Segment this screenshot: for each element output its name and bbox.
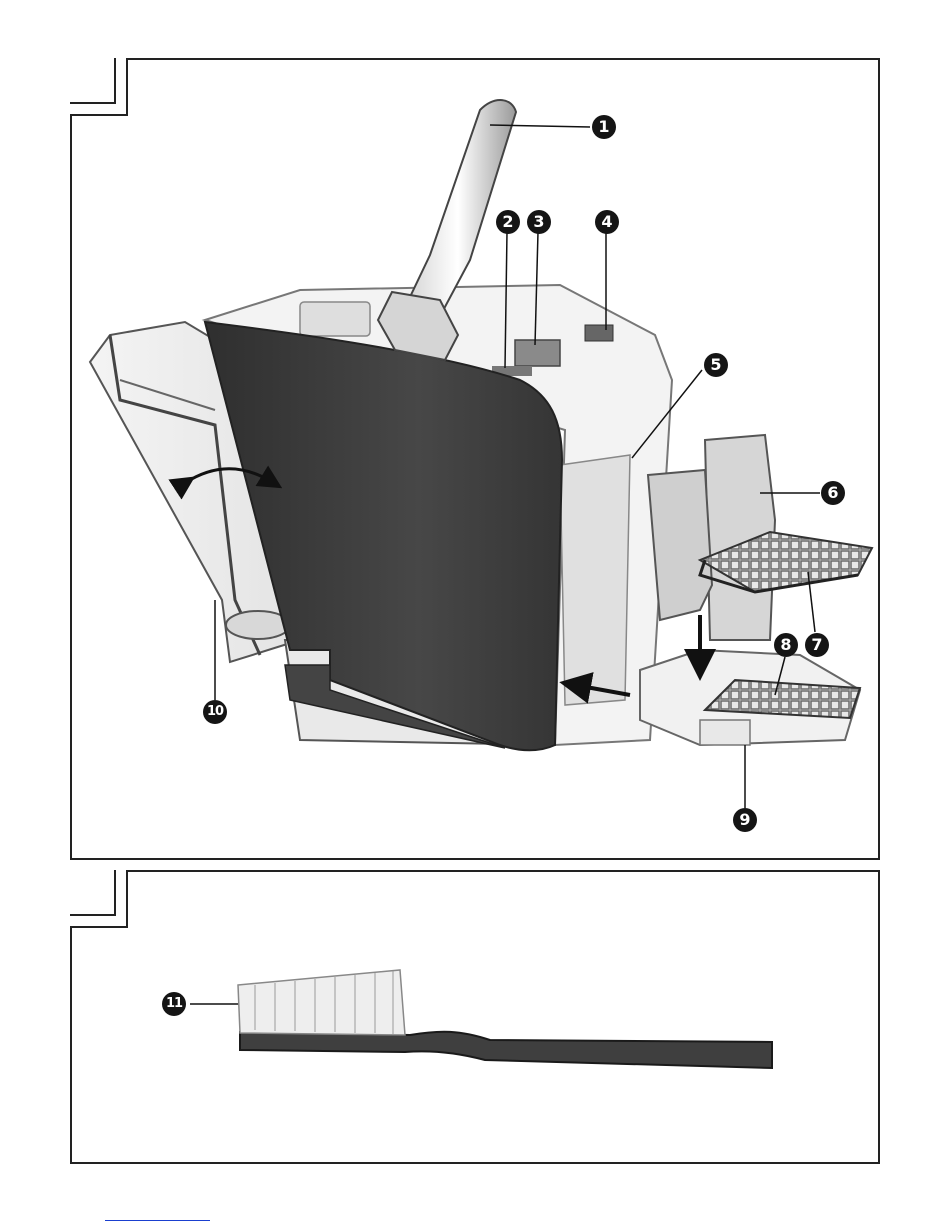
callout-3: 3 <box>527 210 551 234</box>
callout-10: 10 <box>203 700 227 724</box>
callout-8: 8 <box>774 633 798 657</box>
cleaning-brush <box>238 970 772 1068</box>
callout-6: 6 <box>821 481 845 505</box>
callout-7: 7 <box>805 633 829 657</box>
cup-holder-assembly <box>648 435 872 640</box>
callout-1: 1 <box>592 115 616 139</box>
callout-5: 5 <box>704 353 728 377</box>
callout-4: 4 <box>595 210 619 234</box>
footer-underline <box>105 1220 210 1221</box>
drip-tray <box>640 650 860 745</box>
callout-11: 11 <box>162 992 186 1016</box>
callout-2: 2 <box>496 210 520 234</box>
callout-9: 9 <box>733 808 757 832</box>
